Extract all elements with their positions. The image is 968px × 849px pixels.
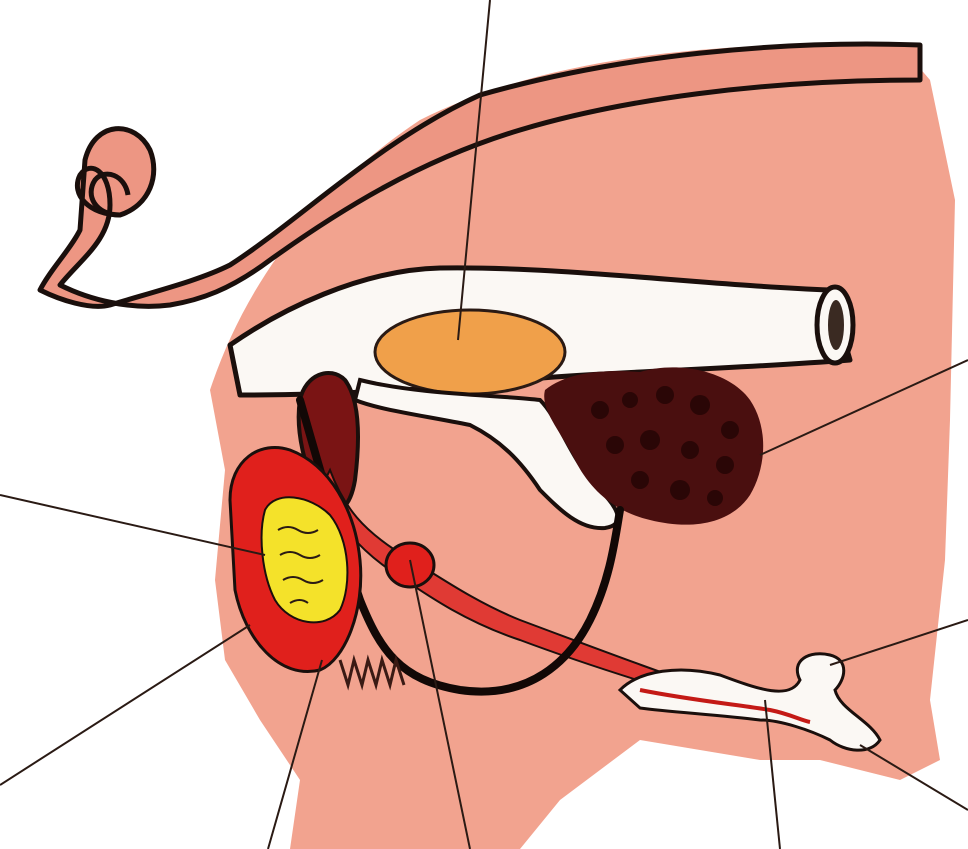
red-bulb bbox=[386, 543, 434, 587]
tube-opening-inner bbox=[828, 300, 844, 350]
leader-line-left-lower bbox=[0, 625, 250, 785]
orange-gland bbox=[375, 310, 565, 394]
